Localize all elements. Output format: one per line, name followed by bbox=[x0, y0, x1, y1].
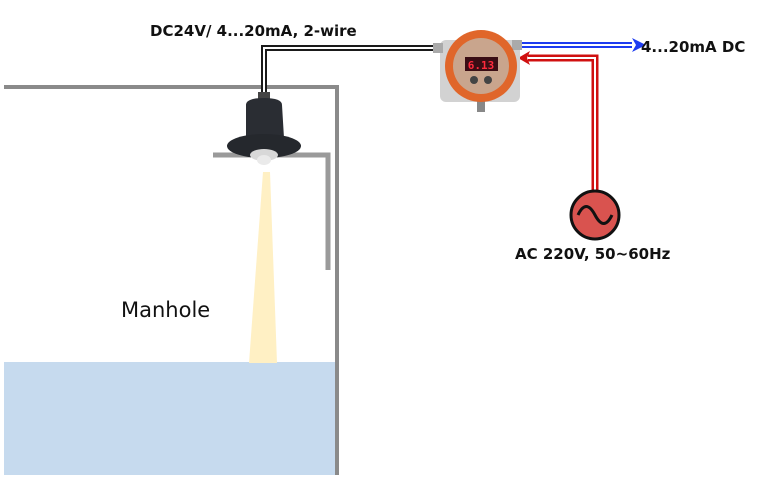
transmitter: 6.13 bbox=[433, 30, 522, 112]
radar-sensor bbox=[227, 92, 301, 165]
ac-wire bbox=[518, 51, 599, 190]
output-signal-label: 4...20mA DC bbox=[641, 38, 746, 56]
liquid-surface bbox=[4, 362, 336, 475]
ac-arrow-icon bbox=[518, 51, 530, 65]
output-arrow-icon bbox=[632, 38, 646, 52]
signal-cable bbox=[261, 45, 438, 95]
radar-beam bbox=[249, 172, 277, 363]
tank-wall bbox=[4, 85, 339, 475]
vessel-label: Manhole bbox=[121, 298, 211, 322]
transmitter-display: 6.13 bbox=[468, 59, 495, 72]
ac-supply-label: AC 220V, 50~60Hz bbox=[515, 245, 671, 263]
output-wire bbox=[515, 38, 646, 52]
power-signal-label: DC24V/ 4...20mA, 2-wire bbox=[150, 22, 357, 40]
ac-source-icon bbox=[569, 189, 621, 241]
